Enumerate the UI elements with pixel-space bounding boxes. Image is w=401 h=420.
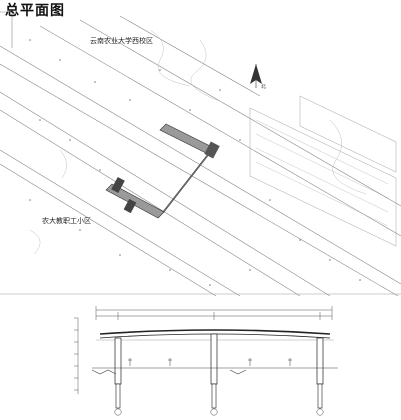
contour-lines xyxy=(29,29,367,255)
site-plan-drawing: 北 云南农业大学西校区 农大教职工小区 xyxy=(0,11,401,296)
building-hatch xyxy=(249,95,397,247)
dimension-lines xyxy=(95,306,333,320)
residential-label: 农大教职工小区 xyxy=(42,216,91,225)
scale-figures xyxy=(128,358,292,366)
road-lines xyxy=(0,11,401,296)
survey-points xyxy=(29,39,361,286)
ground-line xyxy=(91,367,338,375)
elevation-scale xyxy=(74,317,79,394)
campus-label: 云南农业大学西校区 xyxy=(90,36,153,45)
north-arrow: 北 xyxy=(250,64,266,90)
north-label: 北 xyxy=(261,83,266,90)
bridge-piers xyxy=(114,333,324,409)
pedestrian-bridge xyxy=(105,123,220,219)
pier-markers xyxy=(114,408,324,416)
elevation-drawing xyxy=(74,306,338,416)
drawing-title: 总平面图 xyxy=(5,3,65,19)
